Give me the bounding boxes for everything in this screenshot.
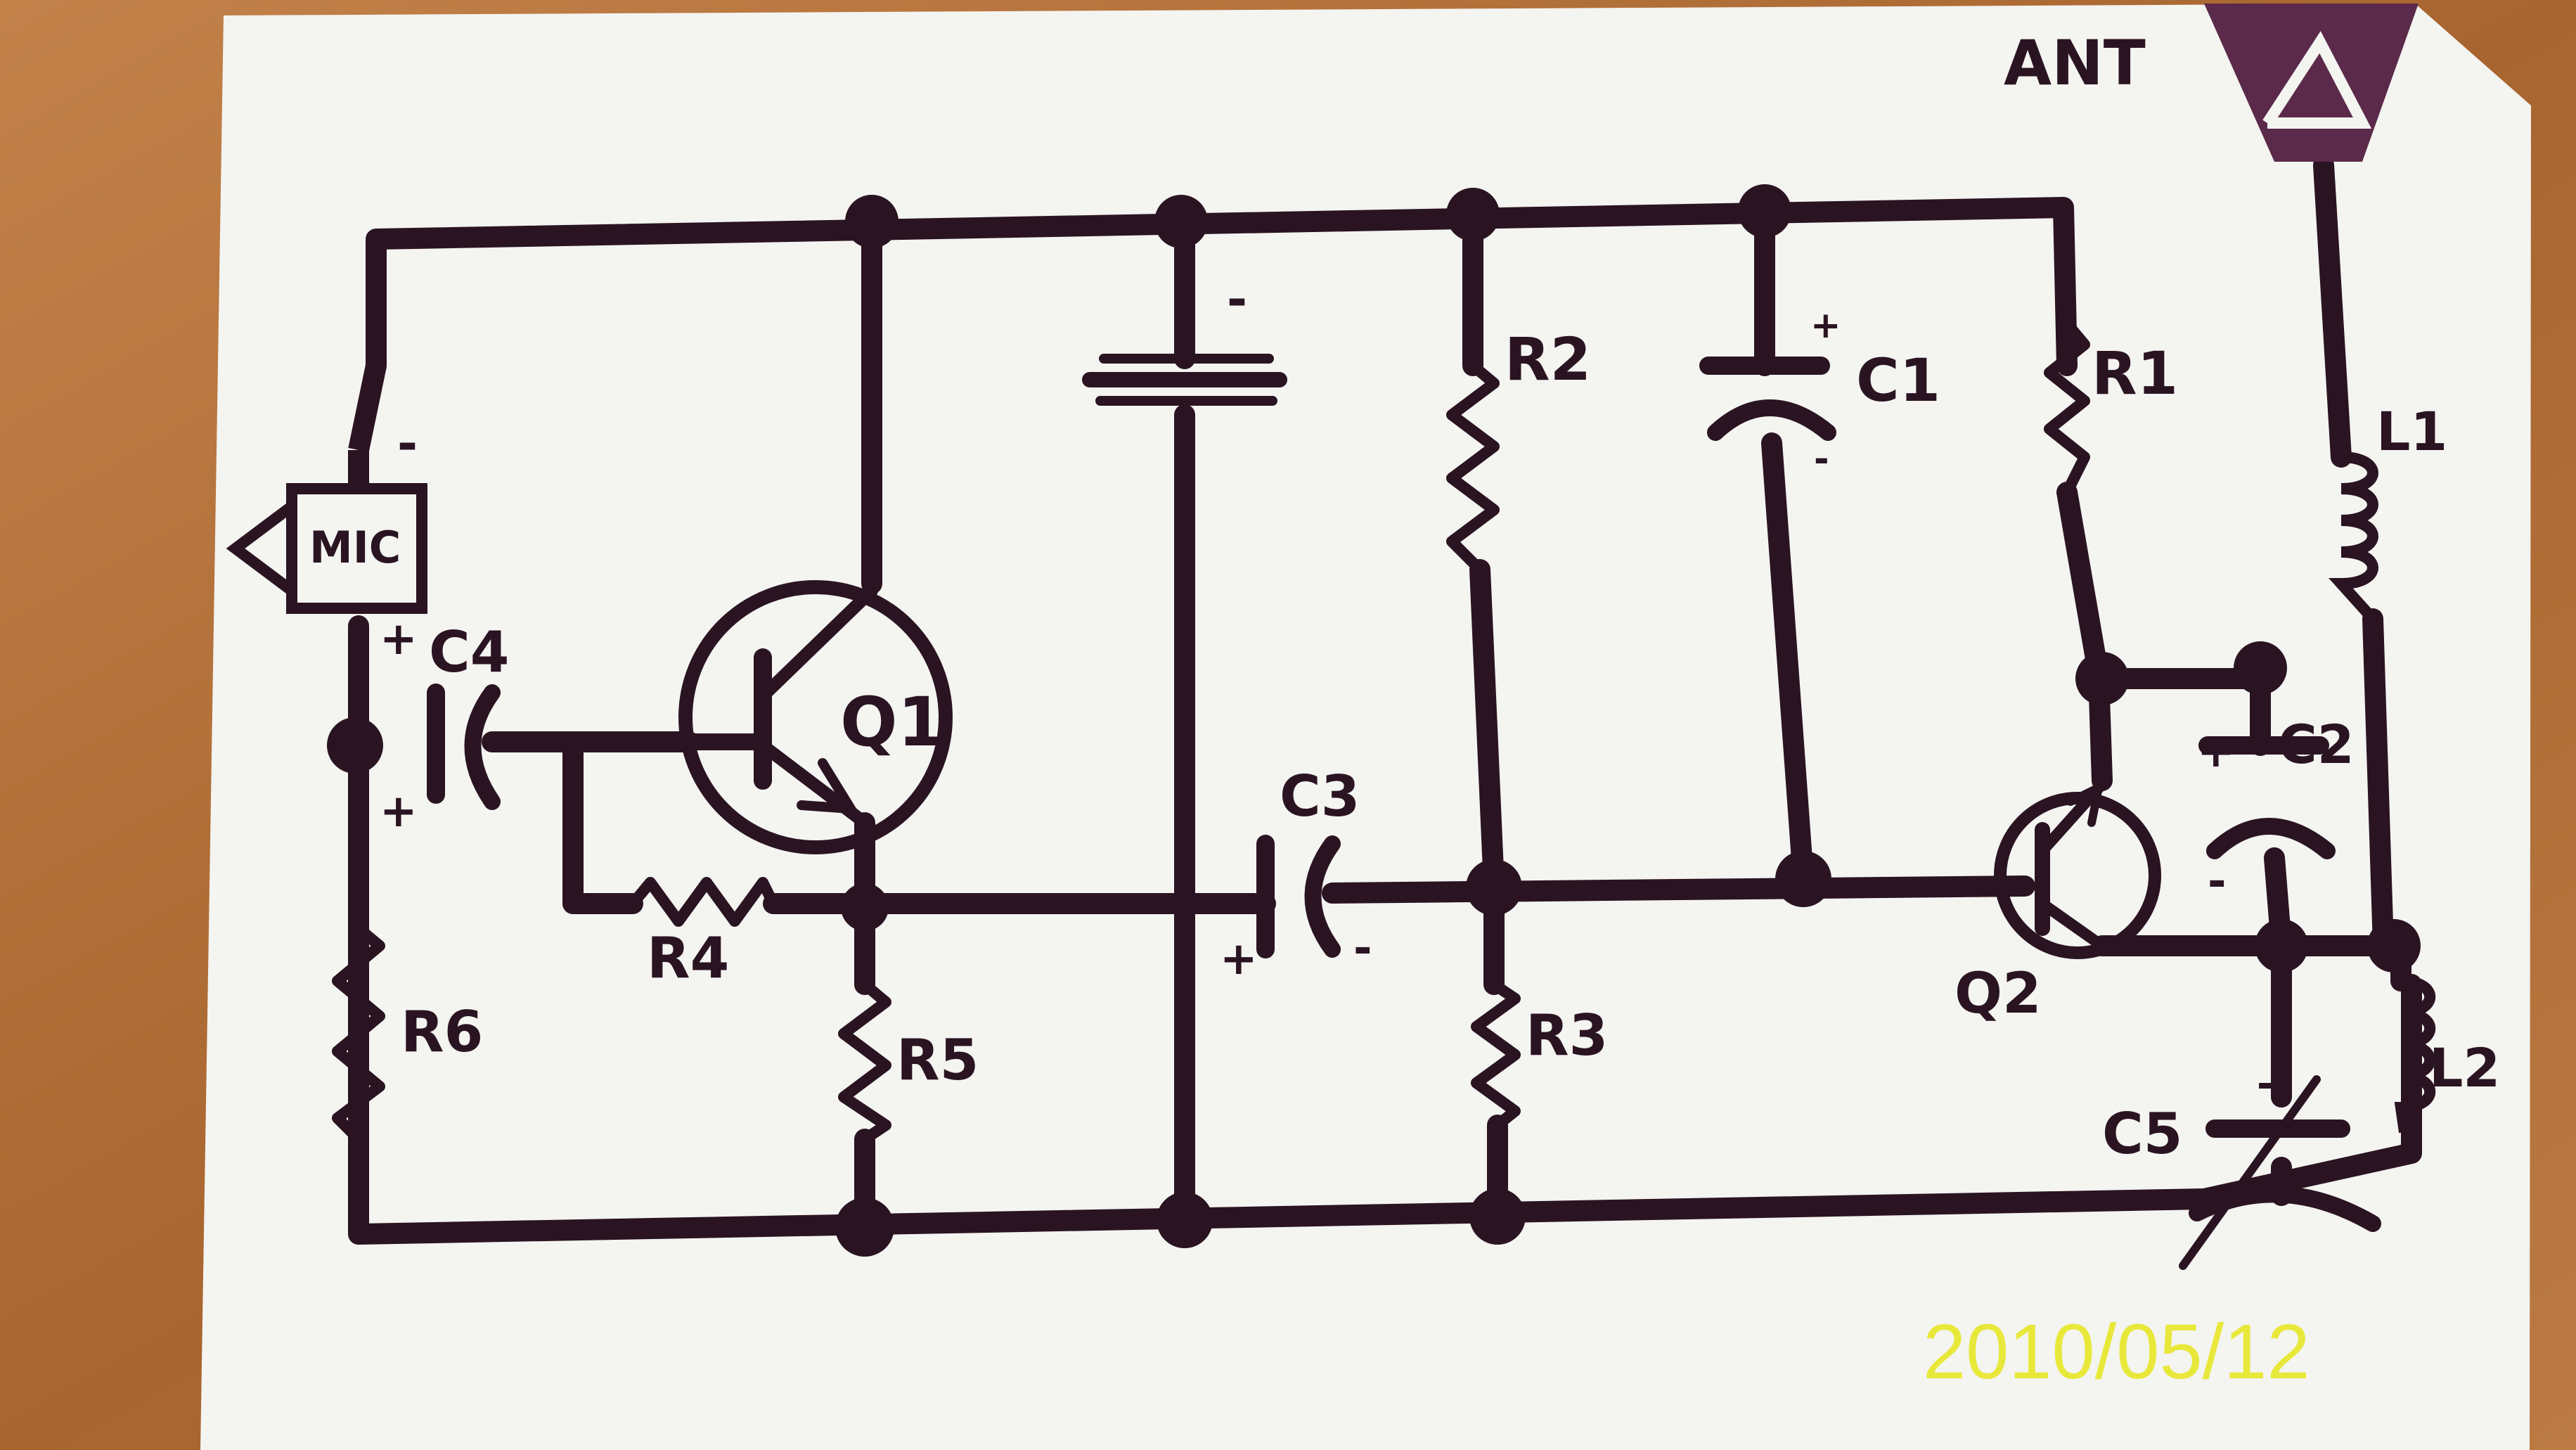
c1-curved-plate [1707, 399, 1836, 441]
r1-resistor [2044, 319, 2090, 495]
transistor-q2 [1994, 778, 2161, 959]
battery [1082, 354, 1287, 406]
c1-minus: - [1814, 438, 1829, 480]
r6-label: R6 [401, 999, 483, 1065]
wire-c1-bottom [1761, 432, 1814, 890]
c1-plus: + [1810, 304, 1841, 347]
r3-resistor [1471, 980, 1521, 1130]
mic-label: MIC [309, 522, 401, 573]
c3-minus: - [1353, 923, 1372, 975]
c4-label: C4 [429, 620, 509, 685]
q2-emitter-lead [2037, 898, 2108, 951]
r5-resistor [838, 980, 891, 1144]
c3-plus: + [1220, 933, 1258, 985]
junction-dot [2234, 641, 2287, 695]
wire-top-rail [366, 197, 2078, 376]
paper-card [200, 4, 2531, 1450]
c4-plus-bottom: + [380, 785, 418, 838]
q2-label: Q2 [1954, 961, 2042, 1026]
junction-dot [2075, 652, 2129, 705]
junction-dot [835, 1198, 894, 1257]
r6-resistor [332, 923, 385, 1143]
c4-curved-plate [464, 684, 501, 810]
junction-dot [2367, 919, 2421, 973]
antenna-label: ANT [2004, 27, 2146, 99]
wire-antenna-l1 [2313, 155, 2352, 468]
transistor-q1 [678, 580, 953, 854]
c5-minus: - [2257, 1061, 2273, 1107]
mic-cone [226, 501, 295, 596]
junction-dot [845, 195, 899, 248]
resistors [332, 319, 2090, 1144]
polarity-marks: - + - + - + - + + - - [380, 271, 2273, 1107]
c2-curved-plate [2206, 818, 2336, 859]
wire-c3-q2base [1322, 875, 2035, 904]
junction-dot [1154, 195, 1208, 248]
r2-label: R2 [1505, 325, 1591, 394]
l2-label: L2 [2429, 1037, 2500, 1099]
c5-variable-arrow [2179, 1075, 2321, 1270]
mic-minus: - [397, 415, 418, 473]
q1-collector-lead [756, 584, 878, 702]
q1-label: Q1 [840, 683, 944, 762]
l1-label: L1 [2376, 400, 2447, 463]
q2-arrow [2066, 780, 2105, 827]
r4-resistor [628, 877, 779, 927]
r1-label: R1 [2092, 339, 2178, 408]
antenna-symbol [2262, 31, 2372, 129]
junction-dot [327, 717, 383, 774]
c2-label: C2 [2278, 713, 2355, 776]
r3-label: R3 [1526, 1003, 1608, 1068]
antenna [2204, 4, 2419, 162]
c2-minus: - [2208, 856, 2227, 908]
capacitors [427, 357, 2381, 1270]
r4-label: R4 [647, 925, 729, 991]
c2-plus: + [2197, 726, 2235, 778]
c5-curved-plate [2189, 1186, 2381, 1232]
battery-minus: - [1227, 271, 1247, 328]
wire-r4-loop [562, 731, 643, 914]
junction-dots [327, 184, 2421, 1257]
q1-body [678, 580, 953, 854]
junction-dot [1446, 188, 1500, 241]
wire-r2-node [1469, 559, 1505, 897]
junction-dot [1775, 851, 1831, 907]
junction-dot [1466, 859, 1522, 916]
junction-dot [1469, 1188, 1526, 1245]
c3-curved-plate [1304, 835, 1341, 958]
date-stamp: 2010/05/12 [1923, 1309, 2310, 1395]
junction-dot [1157, 1192, 1213, 1248]
c5-label: C5 [2102, 1101, 2182, 1167]
l1-inductor [2329, 451, 2378, 623]
junction-dot [841, 883, 889, 931]
inductors [2329, 451, 2436, 1134]
junction-dot [2255, 919, 2308, 973]
microphone [226, 450, 427, 614]
c3-label: C3 [1280, 764, 1360, 829]
q1-emitter-arrow [797, 758, 861, 814]
wire-bottom-rail [348, 774, 2422, 1245]
r5-label: R5 [896, 1027, 979, 1093]
c4-plus-top: + [380, 613, 418, 665]
r2-resistor [1446, 361, 1500, 574]
junction-dot [1738, 184, 1791, 238]
component-labels: ANT MIC Q1 Q2 R1 R2 R3 R4 R5 R6 C1 C2 C3… [309, 27, 2500, 1167]
c1-label: C1 [1856, 346, 1940, 415]
l2-inductor [2394, 975, 2436, 1134]
wire-top-mic [348, 363, 387, 453]
